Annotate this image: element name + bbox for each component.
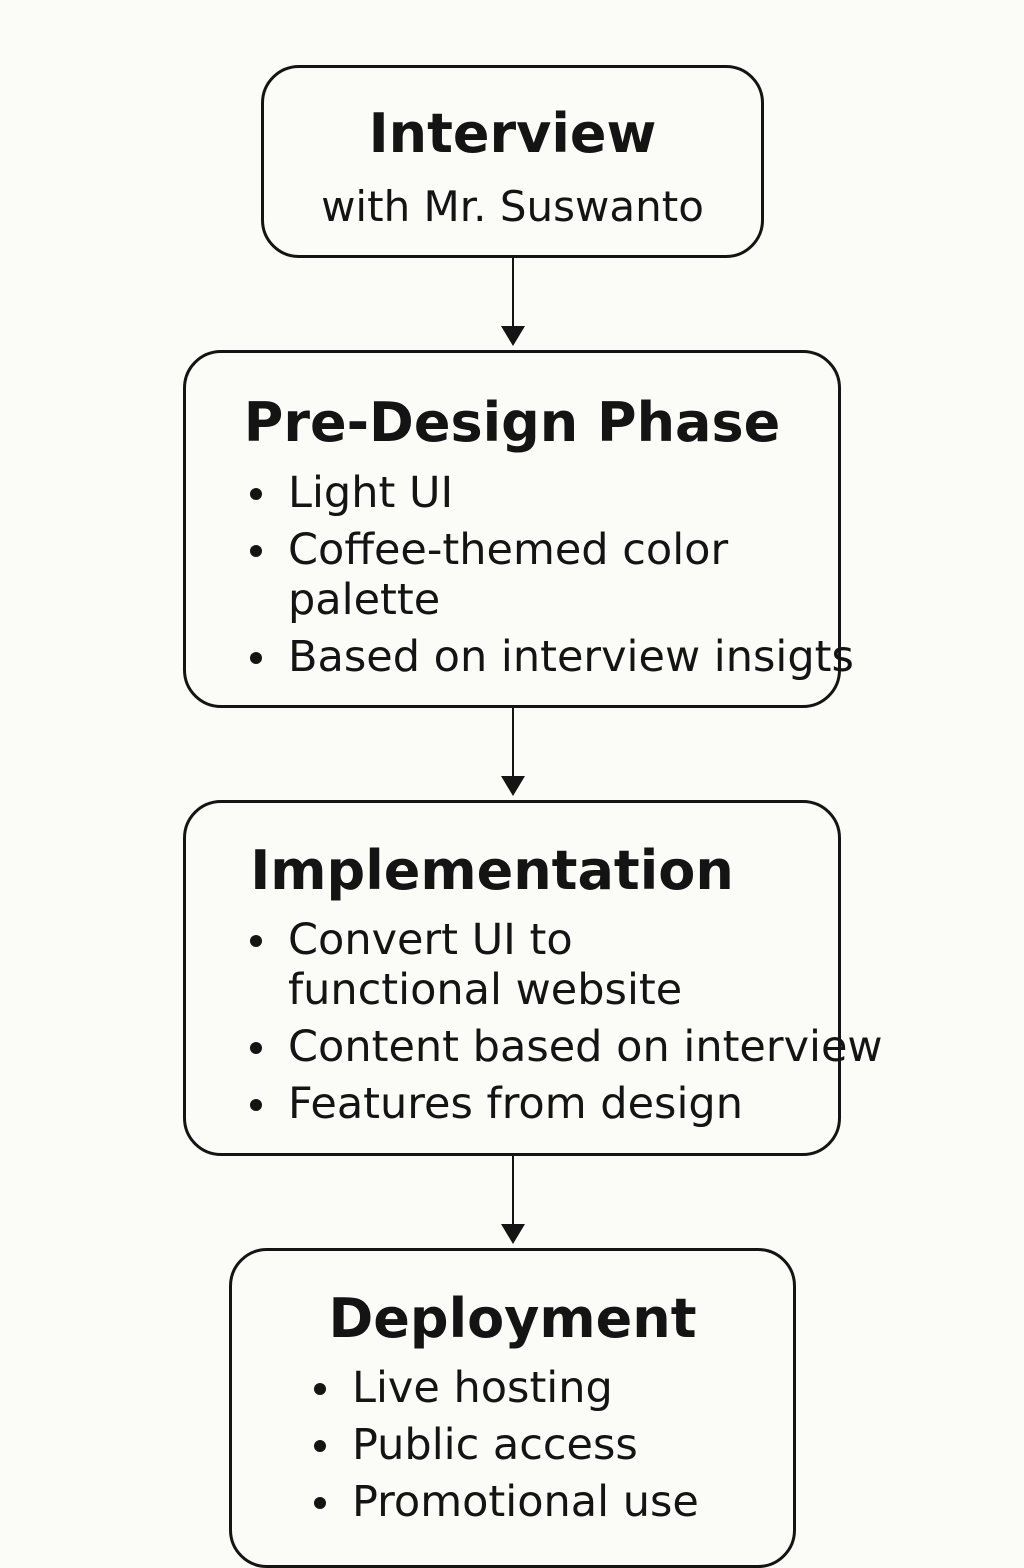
implementation-node: Implementation Convert UI to functional … (183, 800, 883, 1156)
pre-design-list: Light UI Coffee-themed color palette Bas… (250, 468, 854, 689)
interview-node: Interview with Mr. Suswanto (261, 65, 764, 258)
list-item: Light UI (250, 468, 830, 518)
implementation-list: Convert UI to functional website Content… (250, 915, 883, 1136)
list-item: Live hosting (314, 1363, 774, 1413)
deployment-node: Deployment Live hosting Public access Pr… (229, 1248, 796, 1568)
list-item: Promotional use (314, 1477, 774, 1527)
list-item: Features from design (250, 1079, 850, 1129)
list-item: Public access (314, 1420, 774, 1470)
implementation-title: Implementation (250, 839, 734, 902)
arrow-interview-to-predesign (501, 258, 525, 346)
list-item: Based on interview insigts (250, 632, 854, 682)
arrow-predesign-to-implementation (501, 708, 525, 796)
pre-design-title: Pre-Design Phase (243, 391, 781, 454)
list-item: Coffee-themed color palette (250, 525, 758, 625)
list-item: Convert UI to functional website (250, 915, 788, 1015)
deployment-list: Live hosting Public access Promotional u… (314, 1363, 774, 1534)
deployment-title: Deployment (328, 1287, 697, 1350)
interview-subtitle: with Mr. Suswanto (321, 182, 704, 231)
list-item: Content based on interview (250, 1022, 883, 1072)
pre-design-node: Pre-Design Phase Light UI Coffee-themed … (183, 350, 854, 708)
interview-title: Interview (368, 102, 657, 165)
arrow-implementation-to-deployment (501, 1156, 525, 1244)
